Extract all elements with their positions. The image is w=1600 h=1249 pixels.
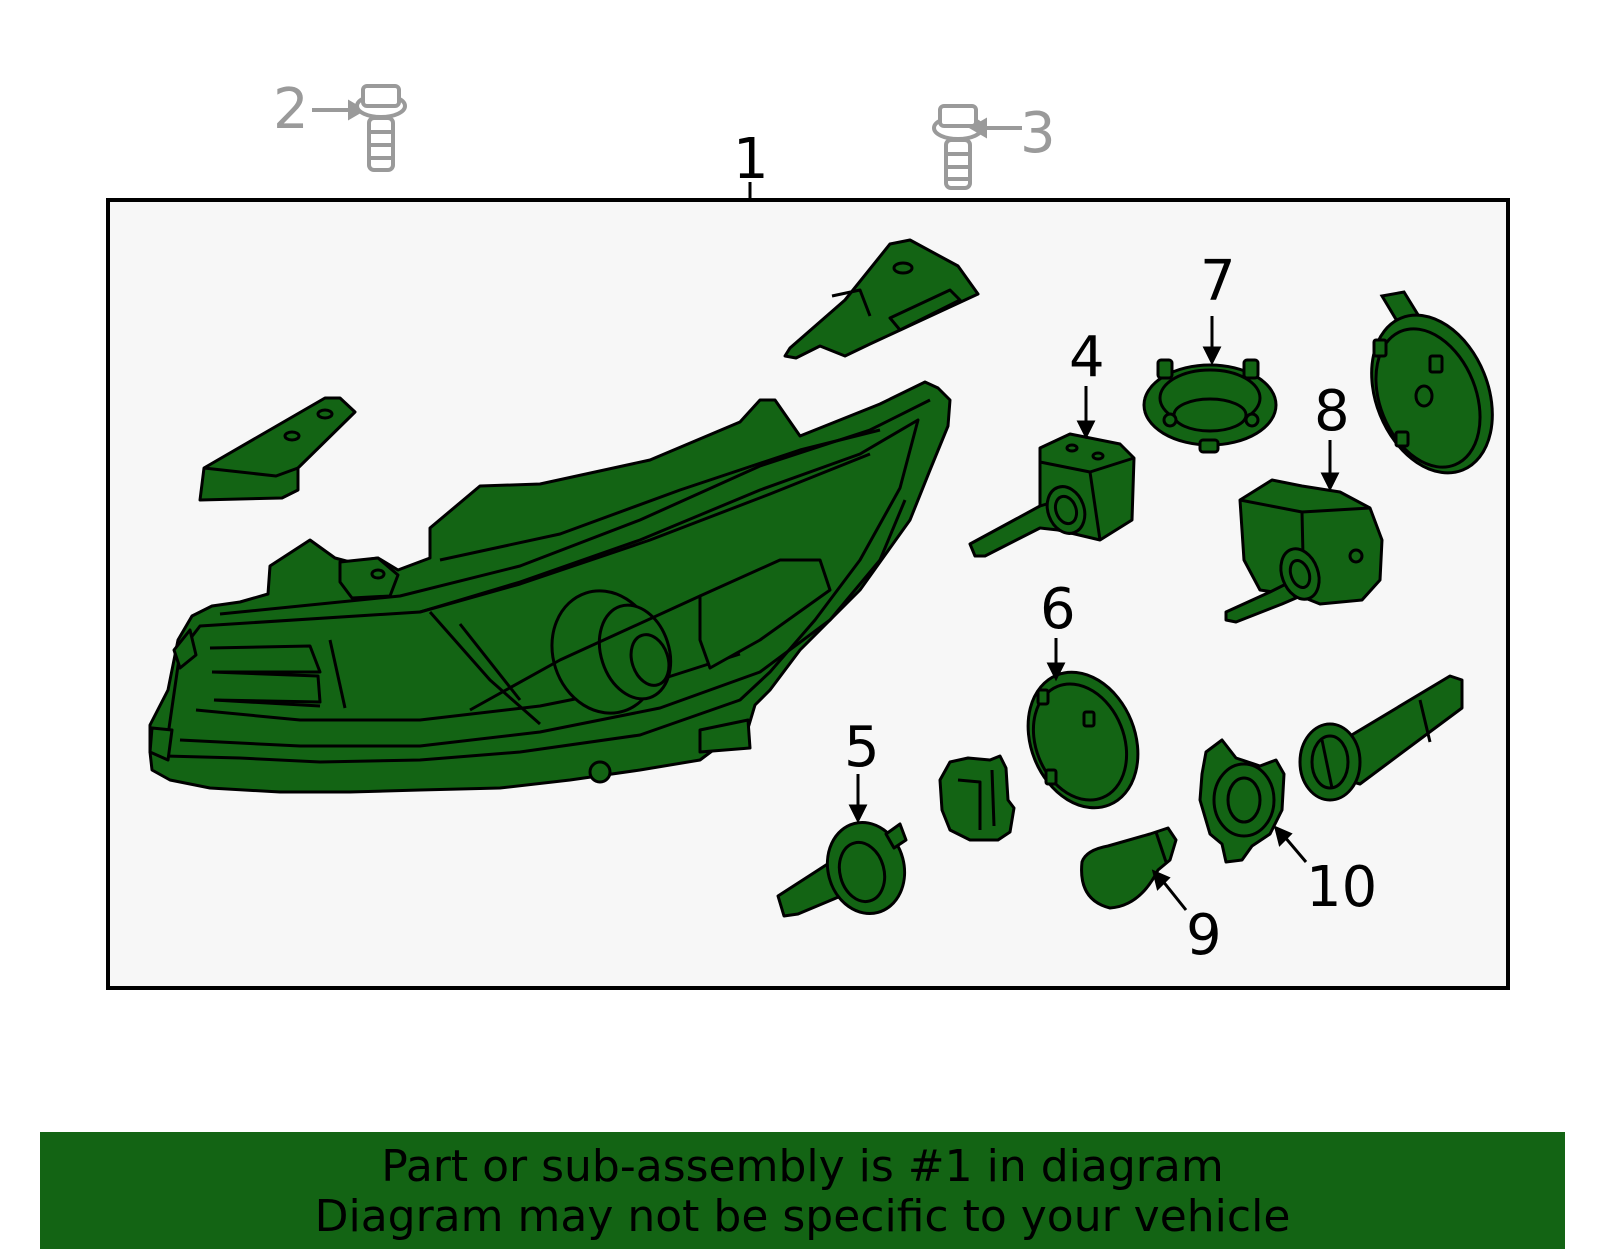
- harness-connector[interactable]: [1298, 674, 1464, 802]
- callout-9: 9: [1186, 903, 1222, 968]
- socket-10[interactable]: [1198, 738, 1286, 864]
- headlamp-assembly[interactable]: [148, 238, 980, 794]
- callout-10-arrow: [1273, 825, 1308, 863]
- halogen-bulb-5[interactable]: [776, 814, 915, 923]
- footer-line-1: Part or sub-assembly is #1 in diagram: [381, 1141, 1224, 1192]
- bolt-2-icon[interactable]: 2: [273, 77, 407, 172]
- callout-3: 3: [1020, 101, 1056, 166]
- callout-5: 5: [844, 715, 880, 780]
- callout-7-arrow: [1202, 316, 1222, 366]
- cover-cap-6[interactable]: [1009, 656, 1158, 825]
- callout-7: 7: [1200, 249, 1236, 314]
- bulb-socket-8[interactable]: [1224, 478, 1384, 624]
- callout-1: 1: [733, 127, 769, 192]
- callout-10: 10: [1306, 855, 1377, 920]
- callout-5-arrow: [848, 774, 868, 824]
- callout-4: 4: [1069, 325, 1105, 390]
- dust-cap-top-right[interactable]: [1349, 290, 1514, 491]
- footer-banner: Part or sub-assembly is #1 in diagram Di…: [40, 1132, 1565, 1249]
- callout-6: 6: [1040, 577, 1076, 642]
- callout-8-arrow: [1320, 440, 1340, 492]
- callout-8: 8: [1314, 379, 1350, 444]
- callout-4-arrow: [1076, 386, 1096, 440]
- callout-2: 2: [273, 77, 309, 142]
- retaining-ring-7[interactable]: [1142, 358, 1278, 454]
- footer-line-2: Diagram may not be specific to your vehi…: [314, 1191, 1291, 1242]
- hid-bulb-4[interactable]: [968, 432, 1136, 558]
- bolt-3-icon[interactable]: 3: [932, 101, 1056, 190]
- wedge-bulb-9[interactable]: [1080, 826, 1178, 910]
- callout-9-arrow: [1151, 869, 1188, 911]
- small-socket[interactable]: [938, 754, 1016, 842]
- callout-6-arrow: [1046, 638, 1066, 682]
